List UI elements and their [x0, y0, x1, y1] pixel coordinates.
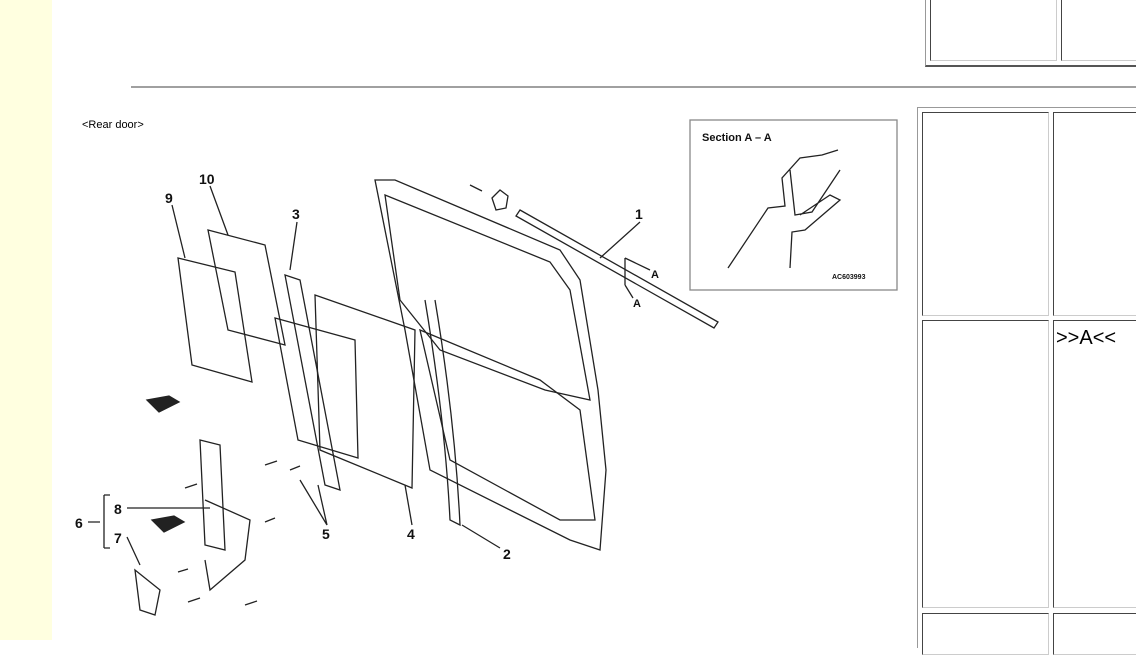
rear-door-exploded-diagram: Section A – A AC603993 1 2 3 4 5 6 7 8 9…: [75, 119, 898, 616]
figure-code: AC603993: [832, 274, 866, 281]
horizontal-rule: [131, 86, 1136, 88]
section-profile: [727, 149, 842, 269]
left-sidebar: [0, 0, 52, 640]
division-bar: [284, 274, 341, 491]
callout-9: 9: [165, 190, 173, 206]
callout-7: 7: [114, 530, 122, 546]
table-cell: [922, 613, 1049, 655]
table-cell: >>A<<: [1053, 320, 1136, 608]
door-panel: [374, 179, 607, 551]
callout-2: 2: [503, 546, 511, 562]
procedure-marker: >>A<<: [1056, 327, 1117, 349]
table-cell: [922, 112, 1049, 316]
section-marker-a: A: [651, 269, 659, 281]
callout-1: 1: [635, 206, 643, 222]
door-glass: [314, 294, 416, 489]
top-table: [925, 0, 1136, 67]
quarter-frame: [207, 229, 286, 346]
regulator-motor: [134, 568, 161, 616]
callout-10: 10: [199, 171, 215, 187]
table-cell: [922, 320, 1049, 608]
callout-4: 4: [407, 526, 415, 542]
section-marker-a: A: [633, 298, 641, 310]
weatherstrip: [515, 209, 719, 329]
callout-8: 8: [114, 501, 122, 517]
section-view-box: [689, 119, 898, 291]
connector-icon: [145, 395, 186, 533]
callout-3: 3: [292, 206, 300, 222]
table-cell: [1053, 112, 1136, 316]
bottom-table: >>A<<: [917, 107, 1136, 655]
callout-6: 6: [75, 515, 83, 531]
table-cell: [1061, 0, 1136, 61]
callout-5: 5: [322, 526, 330, 542]
table-cell: [1053, 613, 1136, 655]
diagram-title: <Rear door>: [82, 119, 144, 131]
section-label: Section A – A: [702, 132, 772, 144]
quarter-glass: [177, 257, 253, 383]
window-regulator: [199, 439, 251, 592]
table-cell: [930, 0, 1057, 61]
